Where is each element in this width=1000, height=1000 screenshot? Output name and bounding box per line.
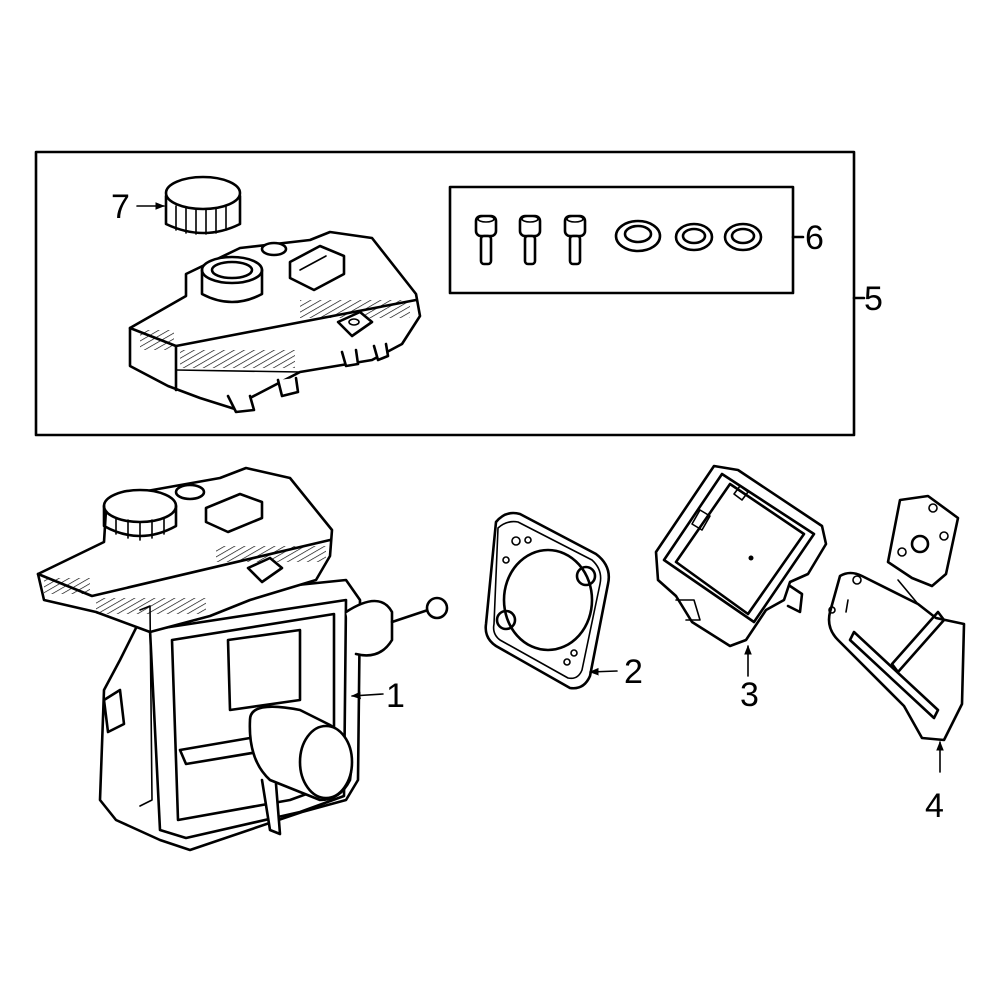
callout-label-2[interactable]: 2 bbox=[624, 653, 643, 691]
grommet-icon bbox=[723, 222, 763, 252]
bolt-icon bbox=[518, 214, 542, 266]
control-module[interactable] bbox=[654, 464, 828, 648]
brake-booster-master-cylinder-assembly[interactable] bbox=[36, 466, 449, 852]
callout-label-4[interactable]: 4 bbox=[925, 787, 944, 825]
callout-label-6[interactable]: 6 bbox=[805, 219, 824, 257]
bolt-icon bbox=[563, 214, 587, 266]
brake-fluid-reservoir bbox=[128, 230, 422, 414]
bolt-icon bbox=[474, 214, 498, 266]
booster-gasket[interactable] bbox=[484, 511, 611, 690]
callout-label-1[interactable]: 1 bbox=[386, 677, 405, 715]
mounting-bracket[interactable] bbox=[827, 494, 966, 742]
bolts-and-grommets-kit[interactable] bbox=[448, 185, 805, 295]
reservoir-kit-group-box bbox=[34, 150, 866, 437]
grommet-icon bbox=[614, 219, 662, 253]
callout-label-5[interactable]: 5 bbox=[864, 280, 883, 318]
leader-lines bbox=[136, 202, 944, 773]
callout-label-7[interactable]: 7 bbox=[111, 188, 130, 226]
callout-label-3[interactable]: 3 bbox=[740, 676, 759, 714]
grommet-icon bbox=[674, 222, 714, 252]
reservoir-cap[interactable] bbox=[164, 175, 242, 235]
